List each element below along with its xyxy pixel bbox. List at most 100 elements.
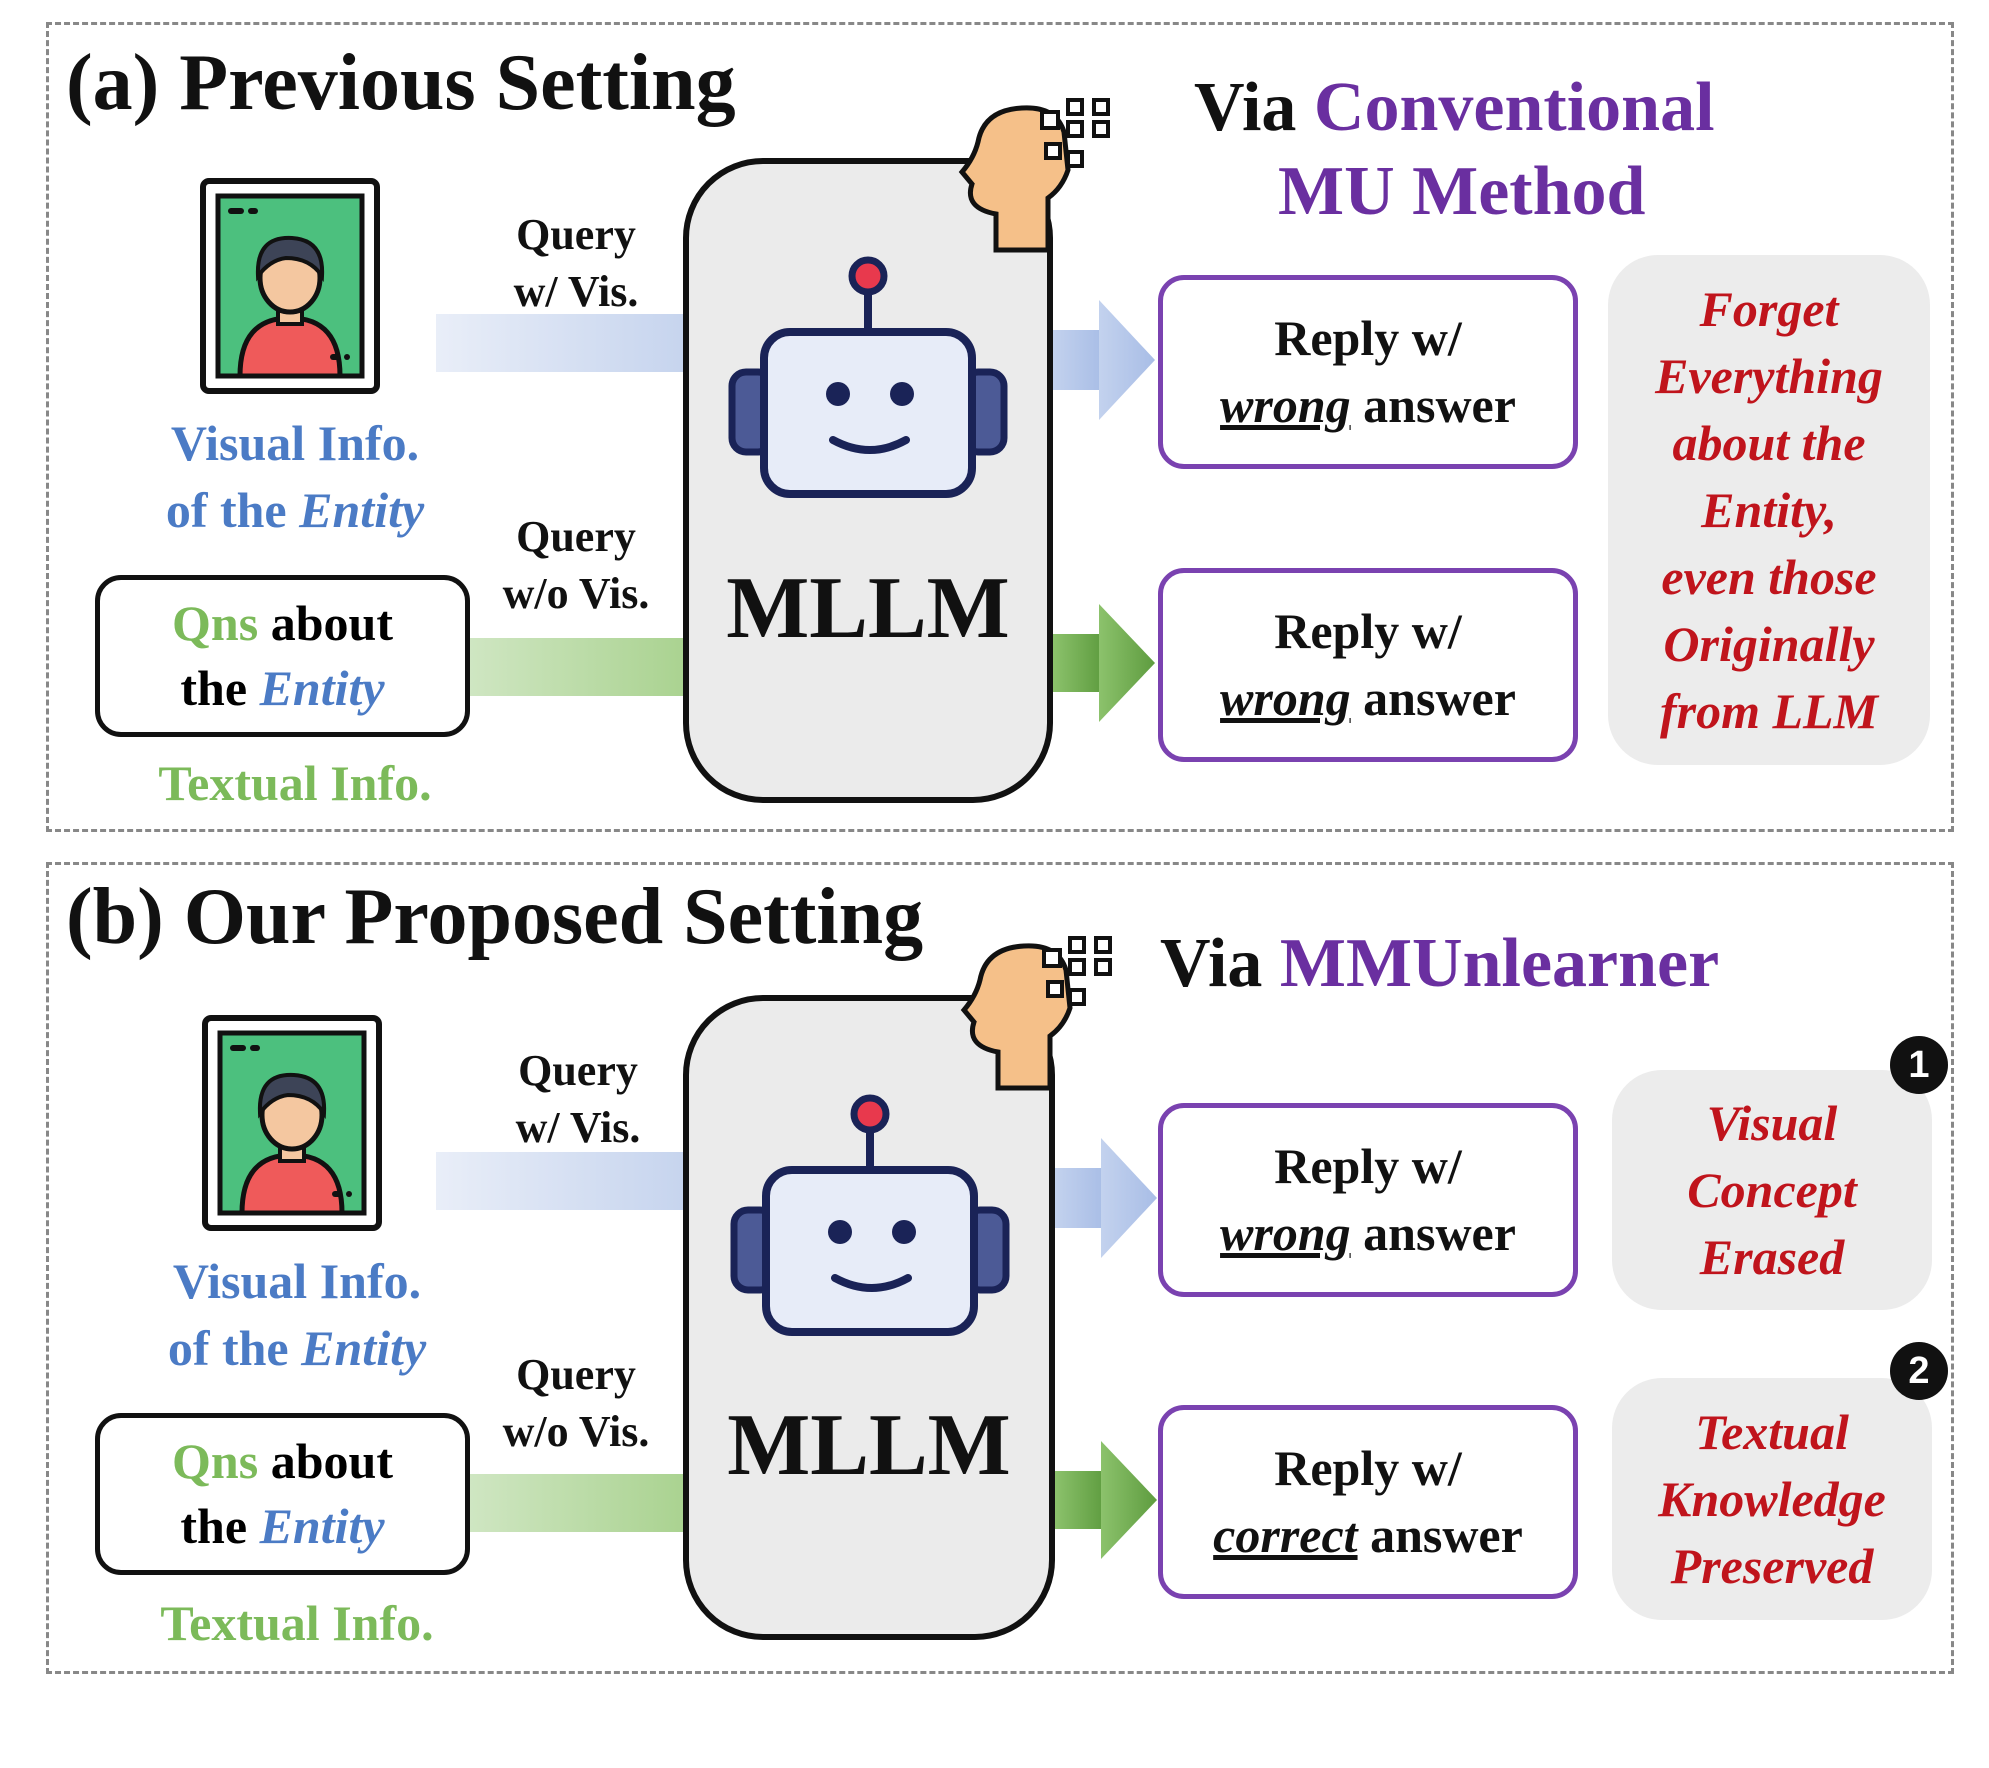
query-vis-line2: w/ Vis. <box>513 267 639 317</box>
portrait-icon <box>202 1015 382 1231</box>
query-visual-label: Query w/ Vis. <box>478 1042 678 1156</box>
question-box: Qns about the Entity <box>95 575 470 737</box>
visual-info-caption: Visual Info. of the Entity <box>142 1248 452 1381</box>
query-no-visual-label: Query w/o Vis. <box>476 508 676 622</box>
reply-box-visual: Reply w/ wrong answer <box>1158 1103 1578 1297</box>
method-name: MMUnlearner <box>1279 925 1720 1002</box>
panel-proposed-setting <box>46 862 1954 1674</box>
textual-knowledge-preserved-note: Textual Knowledge Preserved <box>1612 1378 1932 1620</box>
note-line: Everything <box>1655 347 1883 404</box>
note-line: even those <box>1661 548 1877 605</box>
of-the-text: of the <box>167 1319 289 1376</box>
note-line: about the <box>1672 414 1866 471</box>
visual-caption-line2: of the Entity <box>142 1315 452 1382</box>
reply-line2: correct answer <box>1163 1502 1573 1570</box>
reply-adjective: wrong <box>1220 1205 1351 1261</box>
step-one-badge: 1 <box>1890 1036 1948 1094</box>
reply-adjective: correct <box>1213 1507 1358 1563</box>
panel-b-title: (b) Our Proposed Setting <box>66 873 924 961</box>
via-label: Via <box>1160 925 1263 1002</box>
via-label: Via <box>1194 69 1297 146</box>
reply-line1: Reply w/ <box>1274 602 1462 659</box>
textual-info-caption: Textual Info. <box>160 1595 434 1651</box>
reply-line1: Reply w/ <box>1274 309 1462 366</box>
reply-arrow-bottom <box>1055 1441 1157 1559</box>
note-line: Originally <box>1663 615 1875 672</box>
qns-word: Qns <box>172 1433 259 1489</box>
note-line: Visual <box>1706 1094 1838 1151</box>
reply-box-textual: Reply w/ correct answer <box>1158 1405 1578 1599</box>
the-word: the <box>180 660 248 716</box>
reply-answer-word: answer <box>1363 670 1516 726</box>
reply-adjective: wrong <box>1220 377 1351 433</box>
entity-text: Entity <box>301 1319 427 1376</box>
mllm-label: MLLM <box>726 560 1010 657</box>
visual-caption-line1: Visual Info. <box>172 1253 422 1309</box>
reply-line2: wrong answer <box>1163 1200 1573 1268</box>
visual-query-arrow <box>436 1152 686 1210</box>
reply-arrow-bottom <box>1053 604 1155 722</box>
note-line: Textual <box>1695 1403 1849 1460</box>
entity-word: Entity <box>259 660 385 716</box>
query-vis-line1: Query <box>518 1046 638 1095</box>
reply-adjective: wrong <box>1220 670 1351 726</box>
reply-line1: Reply w/ <box>1274 1439 1462 1496</box>
entity-word: Entity <box>259 1498 385 1554</box>
question-box: Qns about the Entity <box>95 1413 470 1575</box>
mllm-label: MLLM <box>727 1397 1011 1494</box>
note-line: Concept <box>1687 1161 1857 1218</box>
portrait-icon <box>200 178 380 394</box>
visual-caption-line1: Visual Info. <box>170 415 420 471</box>
about-word: about <box>270 1433 393 1489</box>
note-line: Preserved <box>1670 1537 1874 1594</box>
reply-arrow-top <box>1053 300 1155 420</box>
visual-caption-line2: of the Entity <box>140 477 450 544</box>
question-line1: Qns about <box>100 1429 465 1494</box>
text-query-arrow <box>470 1474 690 1532</box>
reply-answer-word: answer <box>1363 1205 1516 1261</box>
brain-head-icon <box>958 98 1110 253</box>
panel-a-method-heading: Via Conventional <box>1194 66 1715 150</box>
panel-previous-setting <box>46 22 1954 832</box>
note-line: from LLM <box>1659 682 1879 739</box>
method-name-line1: Conventional <box>1313 69 1715 146</box>
of-the-text: of the <box>165 481 287 538</box>
note-line: Erased <box>1699 1228 1845 1285</box>
reply-box-visual: Reply w/ wrong answer <box>1158 275 1578 469</box>
entity-text: Entity <box>299 481 425 538</box>
the-word: the <box>180 1498 248 1554</box>
reply-answer-word: answer <box>1363 377 1516 433</box>
question-line2: the Entity <box>100 656 465 721</box>
forget-everything-note: Forget Everything about the Entity, even… <box>1608 255 1930 765</box>
reply-box-textual: Reply w/ wrong answer <box>1158 568 1578 762</box>
note-line: Entity, <box>1701 481 1837 538</box>
reply-line2: wrong answer <box>1163 372 1573 440</box>
reply-answer-word: answer <box>1370 1507 1523 1563</box>
question-line2: the Entity <box>100 1494 465 1559</box>
note-line: Knowledge <box>1658 1470 1886 1527</box>
about-word: about <box>270 595 393 651</box>
query-novis-line2: w/o Vis. <box>502 569 650 619</box>
panel-b-method-heading: Via MMUnlearner <box>1160 922 1719 1006</box>
query-novis-line2: w/o Vis. <box>502 1407 650 1457</box>
qns-word: Qns <box>172 595 259 651</box>
robot-icon <box>728 256 1008 498</box>
reply-arrow-top <box>1055 1138 1157 1258</box>
query-vis-line2: w/ Vis. <box>515 1103 641 1153</box>
visual-info-caption: Visual Info. of the Entity <box>140 410 450 543</box>
query-no-visual-label: Query w/o Vis. <box>476 1346 676 1460</box>
panel-a-title: (a) Previous Setting <box>66 39 736 127</box>
robot-icon <box>730 1094 1010 1336</box>
query-visual-label: Query w/ Vis. <box>476 206 676 320</box>
visual-concept-erased-note: Visual Concept Erased <box>1612 1070 1932 1310</box>
reply-line2: wrong answer <box>1163 665 1573 733</box>
reply-line1: Reply w/ <box>1274 1137 1462 1194</box>
query-novis-line1: Query <box>516 512 636 561</box>
query-vis-line1: Query <box>516 210 636 259</box>
textual-info-caption: Textual Info. <box>158 755 432 811</box>
query-novis-line1: Query <box>516 1350 636 1399</box>
brain-head-icon <box>960 936 1112 1091</box>
step-two-badge: 2 <box>1890 1342 1948 1400</box>
text-query-arrow <box>470 638 690 696</box>
method-name-line2: MU Method <box>1278 153 1646 230</box>
